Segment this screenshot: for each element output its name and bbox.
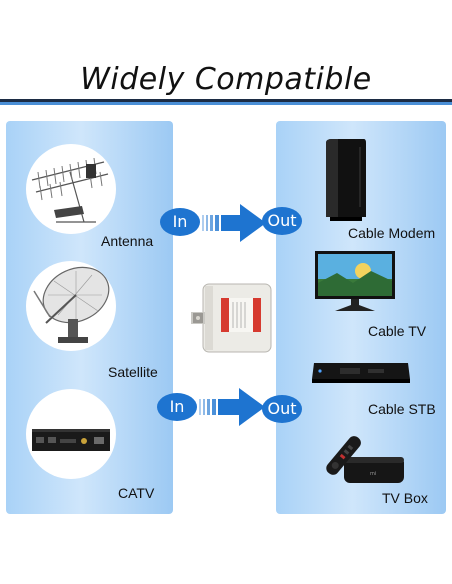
- input-panel: Antenna Satellite CATV: [6, 121, 173, 514]
- tv-monitor-icon: [315, 251, 395, 311]
- out-oval-top: Out: [262, 207, 302, 235]
- splitter-icon: [191, 283, 272, 353]
- satellite-dish-icon: [33, 266, 110, 343]
- title-rule-light: [0, 102, 452, 105]
- page-title: Widely Compatible: [80, 62, 372, 97]
- right-arrow-top: [202, 204, 266, 242]
- output-label-cable-modem: Cable Modem: [348, 225, 436, 241]
- title-rule-dark: [0, 99, 452, 102]
- in-oval-top: In: [160, 208, 200, 236]
- cable-modem-icon: [326, 139, 366, 221]
- satellite-circle: [26, 261, 116, 351]
- output-panel: Cable Modem Cable TV Cable STB mi TV Box: [276, 121, 446, 514]
- output-label-cable-stb: Cable STB: [368, 401, 436, 417]
- right-arrow-bottom: [199, 388, 265, 426]
- svg-text:mi: mi: [370, 471, 376, 477]
- input-label-catv: CATV: [118, 485, 155, 501]
- antenna-icon: [31, 157, 109, 223]
- out-oval-bottom: Out: [262, 395, 302, 423]
- tv-box-remote-icon: mi: [326, 436, 404, 483]
- antenna-circle: [26, 144, 116, 234]
- output-label-tv-box: TV Box: [382, 490, 428, 506]
- input-label-satellite: Satellite: [108, 364, 158, 380]
- input-label-antenna: Antenna: [101, 233, 154, 249]
- set-top-box-icon: [312, 363, 410, 383]
- catv-circle: [26, 389, 116, 479]
- in-oval-bottom: In: [157, 393, 197, 421]
- catv-box-icon: [32, 429, 110, 451]
- output-label-cable-tv: Cable TV: [368, 323, 427, 339]
